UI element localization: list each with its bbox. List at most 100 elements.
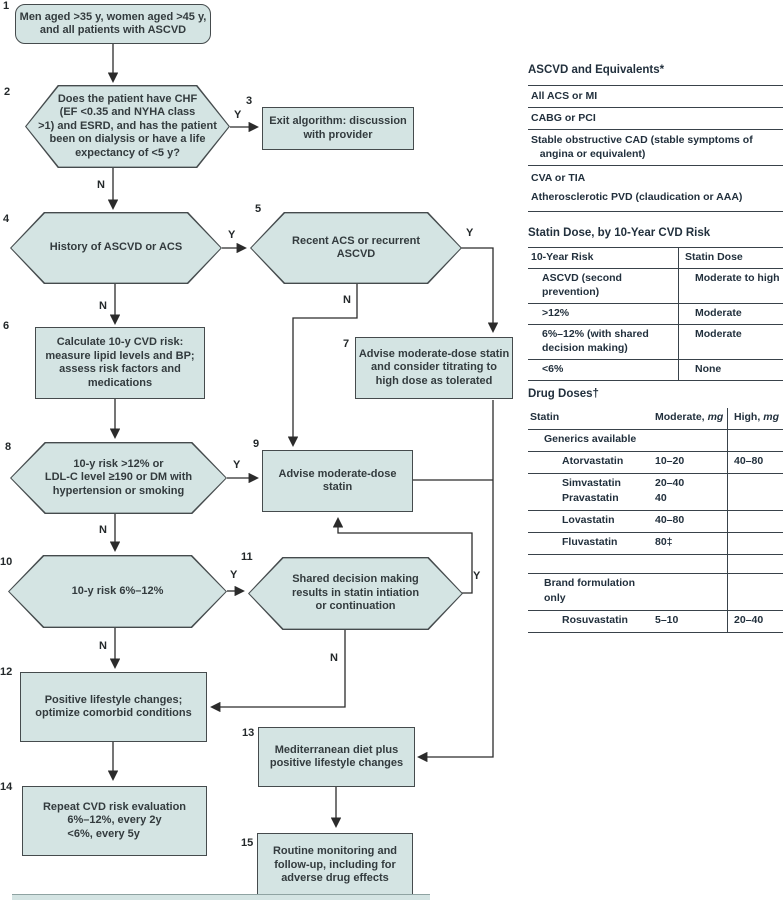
table-row: 6%–12% (with shared decision making) Mod… [528, 325, 783, 360]
high-dose: 20–40 [727, 611, 783, 632]
edge-label-4-yes: Y [228, 229, 236, 241]
ascvd-row-text: All ACS or MI [531, 90, 598, 102]
ascvd-table-title: ASCVD and Equivalents* [528, 64, 665, 76]
col-header-moderate: Moderate,mg [655, 411, 724, 423]
edge-label-2-no: N [97, 179, 105, 191]
node-number-2: 2 [4, 86, 11, 98]
dose-cell: None [678, 360, 783, 380]
node-number-6: 6 [3, 320, 10, 332]
node-number-7: 7 [343, 338, 350, 350]
dose-cell: Moderate [678, 325, 783, 359]
node-15-routine-monitoring: Routine monitoring and follow-up, includ… [257, 833, 413, 898]
unit-mg: mg [763, 411, 779, 423]
moderate-dose: 20–40 40 [655, 477, 685, 504]
node-13-mediterranean-diet: Mediterranean diet plus positive lifesty… [258, 727, 415, 787]
node-number-14: 14 [0, 781, 13, 793]
edge-label-10-no: N [99, 640, 107, 652]
node-1-population-start: Men aged >35 y, women aged >45 y, and al… [15, 4, 211, 44]
node-number-4: 4 [3, 213, 10, 225]
dose-cell: Moderate [678, 304, 783, 324]
node-14-line1: Repeat CVD risk evaluation [42, 800, 187, 813]
table-row: ASCVD (second prevention) Moderate to hi… [528, 269, 783, 304]
col-header-statin: Statin [530, 411, 560, 423]
table-row: <6% None [528, 360, 783, 381]
statin-name: Lovastatin [562, 514, 615, 526]
node-6-calculate-risk: Calculate 10-y CVD risk: measure lipid l… [35, 327, 205, 399]
moderate-dose: 40–80 [655, 514, 685, 526]
node-4-decision-history-ascvd: History of ASCVD or ACS [10, 212, 222, 284]
high-dose [727, 511, 783, 532]
col-header-risk: 10-Year Risk [531, 251, 594, 263]
node-number-5: 5 [255, 203, 262, 215]
statin-name: Atorvastatin [562, 455, 624, 467]
ascvd-row-text: CVA or TIA Atherosclerotic PVD (claudica… [531, 172, 743, 203]
table-spacer-row [528, 555, 783, 574]
node-4-text: History of ASCVD or ACS [11, 213, 221, 283]
moderate-dose: 10–20 [655, 455, 685, 467]
subheader-brand: Brand formulation only [544, 577, 638, 604]
node-10-text: 10-y risk 6%–12% [9, 556, 226, 627]
drug-doses-table-title: Drug Doses† [528, 388, 599, 400]
node-8-text: 10-y risk >12% or LDL-C level ≥190 or DM… [11, 443, 226, 513]
table-row: CABG or PCI [528, 108, 783, 130]
high-dose: 40–80 [727, 452, 783, 473]
statin-name: Fluvastatin [562, 536, 618, 548]
node-number-11: 11 [241, 551, 253, 563]
table-row: Atorvastatin 10–20 40–80 [528, 452, 783, 474]
table-row: Rosuvastatin 5–10 20–40 [528, 611, 783, 633]
node-5-text: Recent ACS or recurrent ASCVD [251, 213, 461, 283]
table-row: Fluvastatin 80‡ [528, 533, 783, 555]
table-row: Simvastatin Pravastatin 20–40 40 [528, 474, 783, 511]
risk-cell: 6%–12% (with shared decision making) [542, 328, 649, 354]
node-8-decision-high-risk: 10-y risk >12% or LDL-C level ≥190 or DM… [10, 442, 227, 514]
risk-cell: ASCVD (second prevention) [542, 272, 625, 298]
node-number-15: 15 [241, 837, 254, 849]
statin-dose-table: 10-Year Risk Statin Dose ASCVD (second p… [528, 247, 783, 381]
moderate-dose: 80‡ [655, 536, 673, 548]
node-7-advise-statin-titrate: Advise moderate-dose statin and consider… [355, 337, 513, 399]
subheader-generics: Generics available [544, 433, 637, 445]
ascvd-row-text: CABG or PCI [531, 112, 596, 124]
edge-label-8-no: N [99, 524, 107, 536]
node-number-8: 8 [5, 441, 12, 453]
edge-label-4-no: N [99, 300, 107, 312]
statin-name: Simvastatin Pravastatin [562, 477, 621, 504]
cropped-caption-strip [12, 894, 430, 900]
ascvd-equivalents-table: All ACS or MI CABG or PCI Stable obstruc… [528, 85, 783, 212]
table-row: All ACS or MI [528, 86, 783, 108]
edge-label-5-no: N [343, 294, 351, 306]
statin-dose-table-title: Statin Dose, by 10-Year CVD Risk [528, 227, 711, 239]
table-row: CVA or TIA Atherosclerotic PVD (claudica… [528, 166, 783, 212]
dose-cell: Moderate to high [678, 269, 783, 303]
high-dose [727, 474, 783, 510]
node-2-decision-chf-esrd: Does the patient have CHF (EF <0.35 and … [25, 85, 230, 168]
table-header-row: Statin Moderate,mg High,mg [528, 408, 783, 430]
table-subheader-row: Brand formulation only [528, 574, 783, 611]
edge-label-10-yes: Y [230, 569, 238, 581]
node-2-text: Does the patient have CHF (EF <0.35 and … [26, 86, 229, 167]
edge-label-2-yes: Y [234, 109, 242, 121]
node-14-repeat-risk-evaluation: Repeat CVD risk evaluation 6%–12%, every… [22, 786, 207, 856]
node-11-text: Shared decision making results in statin… [249, 558, 462, 629]
col-header-high: High,mg [727, 408, 783, 429]
unit-mg: mg [707, 411, 724, 423]
edge-label-8-yes: Y [233, 459, 241, 471]
risk-cell: >12% [542, 307, 570, 319]
node-10-decision-intermediate-risk: 10-y risk 6%–12% [8, 555, 227, 628]
table-subheader-row: Generics available [528, 430, 783, 452]
edge-label-11-yes: Y [473, 570, 481, 582]
node-number-9: 9 [253, 438, 260, 450]
node-9-advise-moderate-statin: Advise moderate-dose statin [262, 450, 413, 512]
table-row: >12% Moderate [528, 304, 783, 325]
node-12-lifestyle-changes: Positive lifestyle changes; optimize com… [20, 672, 207, 742]
statin-name: Rosuvastatin [562, 614, 628, 626]
col-header-dose: Statin Dose [678, 248, 783, 268]
node-number-10: 10 [0, 556, 13, 568]
node-3-exit-algorithm: Exit algorithm: discussion with provider [262, 107, 414, 150]
edge-label-11-no: N [330, 652, 338, 664]
node-14-intervals: 6%–12%, every 2y <6%, every 5y [67, 814, 162, 840]
edge-label-5-yes: Y [466, 227, 474, 239]
node-number-3: 3 [246, 95, 253, 107]
node-5-decision-recent-acs: Recent ACS or recurrent ASCVD [250, 212, 462, 284]
